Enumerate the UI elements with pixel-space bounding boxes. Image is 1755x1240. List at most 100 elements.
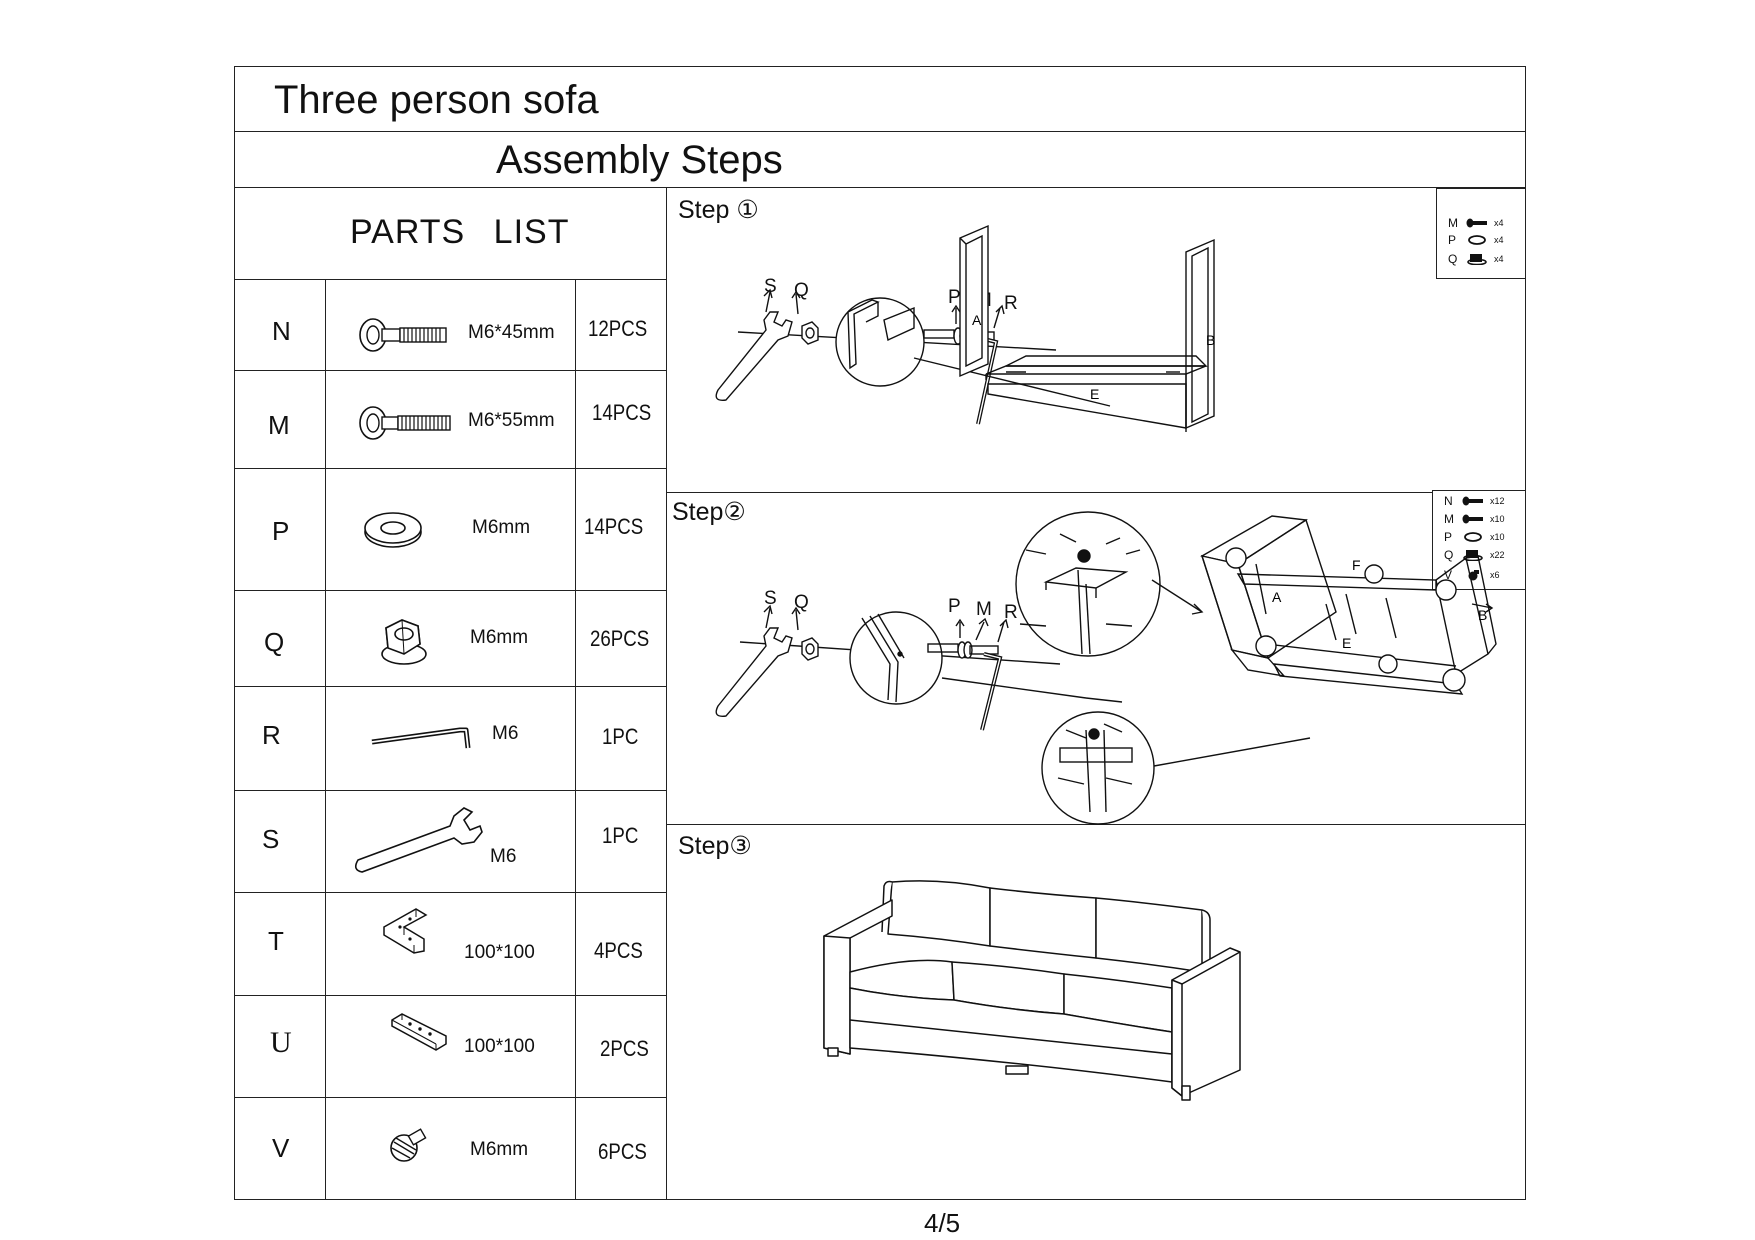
part-quantity: 4PCS bbox=[594, 938, 643, 963]
hardware-count: x22 bbox=[1490, 550, 1505, 560]
callout-letter: M bbox=[976, 599, 992, 620]
page-number: 4/5 bbox=[924, 1208, 961, 1238]
hardware-count: x10 bbox=[1490, 532, 1505, 542]
hardware-letter: Q bbox=[1448, 252, 1458, 266]
part-quantity: 26PCS bbox=[590, 626, 650, 651]
callout-letter: P bbox=[948, 287, 961, 308]
hardware-row: P x4 bbox=[1448, 233, 1504, 247]
callout-letter: R bbox=[1004, 602, 1018, 623]
callout-letter: Q bbox=[794, 592, 809, 613]
parts-row-divider bbox=[234, 468, 666, 469]
panel-label: A bbox=[1272, 589, 1282, 605]
hardware-count: x10 bbox=[1490, 514, 1505, 524]
part-letter: Q bbox=[264, 627, 285, 657]
hardware-row: M x10 bbox=[1444, 512, 1505, 526]
step-2-illustration: A B E F bbox=[715, 511, 1497, 825]
step-3-label: Step③ bbox=[678, 832, 752, 860]
parts-col-divider-2 bbox=[575, 279, 576, 1200]
hardware-letter: M bbox=[1448, 216, 1458, 230]
part-size: 100*100 bbox=[464, 942, 535, 963]
hardware-letter: V bbox=[1444, 568, 1453, 582]
hardware-count: x4 bbox=[1494, 235, 1504, 245]
bolt-45-icon bbox=[359, 318, 447, 352]
nut-icon bbox=[381, 619, 427, 665]
subtitle-divider bbox=[234, 187, 1526, 188]
parts-steps-divider bbox=[666, 187, 667, 1200]
part-letter: M bbox=[268, 410, 290, 440]
hardware-letter: M bbox=[1444, 512, 1454, 526]
washer-icon bbox=[1464, 532, 1482, 542]
part-size: M6*55mm bbox=[468, 410, 555, 431]
part-quantity: 1PC bbox=[602, 823, 639, 848]
bolt-55-icon bbox=[359, 406, 451, 440]
part-letter: R bbox=[262, 720, 281, 750]
hardware-letter: N bbox=[1444, 494, 1453, 508]
part-letter: T bbox=[268, 926, 284, 956]
washer-icon bbox=[364, 512, 422, 548]
panel-label: B bbox=[1478, 607, 1487, 623]
document-title: Three person sofa bbox=[274, 78, 599, 122]
part-letter: U bbox=[270, 1026, 292, 1059]
allen-key-icon bbox=[371, 727, 471, 749]
part-letter: N bbox=[272, 316, 291, 346]
hardware-count: x12 bbox=[1490, 496, 1505, 506]
step-2-label: Step② bbox=[672, 498, 746, 526]
panel-label: A bbox=[972, 312, 982, 328]
document-frame bbox=[234, 66, 1526, 1200]
knurled-nut-icon bbox=[390, 1128, 427, 1162]
hardware-count: x4 bbox=[1494, 218, 1504, 228]
step-1-label: Step ① bbox=[678, 196, 759, 224]
part-size: M6mm bbox=[470, 1139, 529, 1160]
parts-row-divider bbox=[234, 1097, 666, 1098]
hardware-row: Q x4 bbox=[1448, 252, 1504, 266]
l-bracket-icon bbox=[383, 908, 428, 954]
parts-row-divider bbox=[234, 995, 666, 996]
callout-letter: R bbox=[1004, 293, 1018, 314]
hardware-count: x6 bbox=[1490, 570, 1500, 580]
part-quantity: 14PCS bbox=[584, 514, 644, 539]
part-size: 100*100 bbox=[464, 1036, 535, 1057]
parts-row-divider bbox=[234, 370, 666, 371]
part-letter: P bbox=[272, 516, 290, 546]
hardware-row: N x12 bbox=[1444, 494, 1505, 508]
hardware-count: x4 bbox=[1494, 254, 1504, 264]
hardware-row: Q x22 bbox=[1444, 548, 1505, 562]
panel-label: F bbox=[1352, 557, 1361, 573]
assembly-steps-heading: Assembly Steps bbox=[496, 138, 783, 182]
part-size: M6mm bbox=[472, 517, 531, 538]
nut-icon bbox=[1463, 550, 1483, 561]
parts-row-divider bbox=[234, 686, 666, 687]
bolt-icon bbox=[1466, 218, 1487, 228]
finished-sofa-illustration bbox=[823, 880, 1241, 1101]
callout-letter: P bbox=[948, 596, 961, 617]
callout-letter: S bbox=[764, 276, 777, 297]
part-size: M6 bbox=[490, 846, 517, 867]
part-size: M6 bbox=[492, 723, 519, 744]
panel-label: E bbox=[1090, 386, 1099, 402]
hardware-row: M x4 bbox=[1448, 216, 1504, 230]
bolt-icon bbox=[1462, 514, 1483, 524]
parts-col-divider-1 bbox=[325, 279, 326, 1200]
step-divider bbox=[666, 492, 1526, 493]
part-letter: S bbox=[262, 824, 280, 854]
nut-icon bbox=[1467, 254, 1487, 265]
panel-label: E bbox=[1342, 635, 1351, 651]
part-quantity: 6PCS bbox=[598, 1139, 647, 1164]
parts-row-divider bbox=[234, 892, 666, 893]
hardware-letter: P bbox=[1448, 233, 1457, 247]
wrench-icon bbox=[354, 807, 483, 873]
callout-letter: S bbox=[764, 588, 777, 609]
part-quantity: 14PCS bbox=[592, 400, 652, 425]
parts-header-divider bbox=[234, 279, 666, 280]
part-quantity: 12PCS bbox=[588, 316, 648, 341]
part-quantity: 2PCS bbox=[600, 1036, 649, 1061]
part-quantity: 1PC bbox=[602, 724, 639, 749]
step-1-illustration: A B E bbox=[715, 224, 1215, 432]
washer-icon bbox=[1468, 235, 1486, 245]
parts-row-divider bbox=[234, 590, 666, 591]
hardware-row: P x10 bbox=[1444, 530, 1505, 544]
part-letter: V bbox=[272, 1133, 290, 1163]
part-size: M6mm bbox=[470, 627, 529, 648]
hardware-letter: P bbox=[1444, 530, 1453, 544]
parts-list-header: PARTS LIST bbox=[350, 213, 570, 251]
